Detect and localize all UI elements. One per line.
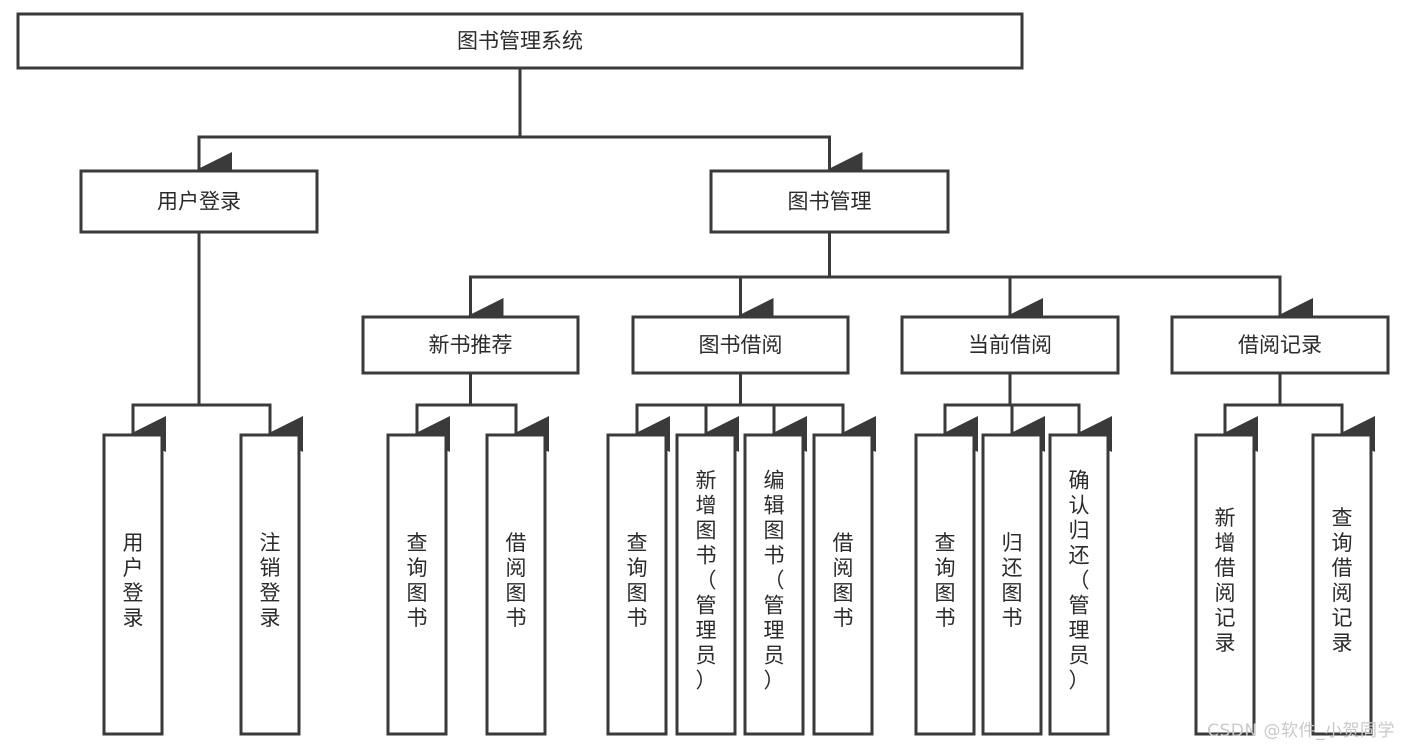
node-label-borrow-add-book: 新增图书（管理员） [696, 469, 717, 693]
node-box-current-confirm-return [1048, 433, 1110, 736]
node-label-current-borrow: 当前借阅 [968, 333, 1052, 357]
node-box-borrow-borrow-book [812, 433, 874, 736]
node-user-login-do[interactable]: 用户登录 [102, 433, 164, 736]
node-box-borrow-add-book [675, 433, 737, 736]
node-box-new-book-recommend [361, 315, 580, 375]
node-label-root: 图书管理系统 [457, 29, 583, 53]
node-current-query-book[interactable]: 查询图书 [914, 433, 976, 736]
node-current-borrow[interactable]: 当前借阅 [900, 315, 1120, 375]
node-borrow-add-book[interactable]: 新增图书（管理员） [675, 433, 737, 736]
node-book-manage[interactable]: 图书管理 [709, 169, 950, 234]
node-label-borrow-query-book: 查询图书 [627, 531, 648, 630]
node-label-book-manage: 图书管理 [788, 190, 872, 214]
node-label-user-logout: 注销登录 [260, 531, 281, 630]
connector-layer [130, 66, 1375, 452]
node-borrow-records[interactable]: 借阅记录 [1170, 315, 1390, 375]
node-box-book-manage [709, 169, 950, 234]
node-box-current-return-book [981, 433, 1043, 736]
node-label-borrow-records: 借阅记录 [1238, 333, 1322, 357]
node-record-query[interactable]: 查询借阅记录 [1311, 433, 1373, 736]
node-book-borrow[interactable]: 图书借阅 [631, 315, 850, 375]
node-box-root [16, 12, 1024, 70]
node-box-book-borrow [631, 315, 850, 375]
node-label-current-query-book: 查询图书 [935, 531, 956, 630]
node-box-current-query-book [914, 433, 976, 736]
node-current-confirm-return[interactable]: 确认归还（管理员） [1048, 433, 1110, 736]
node-box-user-logout [239, 433, 301, 736]
node-label-current-confirm-return: 确认归还（管理员） [1069, 469, 1090, 693]
node-current-return-book[interactable]: 归还图书 [981, 433, 1043, 736]
node-user-login[interactable]: 用户登录 [79, 169, 319, 234]
node-recommend-query-book[interactable]: 查询图书 [386, 433, 448, 736]
node-borrow-query-book[interactable]: 查询图书 [606, 433, 668, 736]
node-borrow-borrow-book[interactable]: 借阅图书 [812, 433, 874, 736]
node-label-new-book-recommend: 新书推荐 [429, 333, 513, 357]
node-box-user-login-do [102, 433, 164, 736]
node-new-book-recommend[interactable]: 新书推荐 [361, 315, 580, 375]
node-label-borrow-borrow-book: 借阅图书 [833, 531, 854, 630]
node-box-borrow-records [1170, 315, 1390, 375]
node-label-user-login: 用户登录 [157, 190, 241, 214]
node-label-record-query: 查询借阅记录 [1332, 506, 1353, 655]
node-box-borrow-edit-book [743, 433, 805, 736]
node-label-user-login-do: 用户登录 [123, 531, 144, 630]
node-box-current-borrow [900, 315, 1120, 375]
node-box-record-add [1194, 433, 1256, 736]
node-root[interactable]: 图书管理系统 [16, 12, 1024, 70]
node-label-recommend-query-book: 查询图书 [407, 531, 428, 630]
node-label-record-add: 新增借阅记录 [1215, 506, 1236, 655]
node-box-record-query [1311, 433, 1373, 736]
node-label-recommend-borrow-book: 借阅图书 [506, 531, 527, 630]
node-box-borrow-query-book [606, 433, 668, 736]
node-label-current-return-book: 归还图书 [1002, 531, 1023, 630]
node-layer: 图书管理系统用户登录图书管理用户登录注销登录新书推荐查询图书借阅图书图书借阅查询… [16, 12, 1390, 736]
node-box-user-login [79, 169, 319, 234]
node-box-recommend-query-book [386, 433, 448, 736]
node-borrow-edit-book[interactable]: 编辑图书（管理员） [743, 433, 805, 736]
node-label-borrow-edit-book: 编辑图书（管理员） [764, 469, 785, 693]
node-user-logout[interactable]: 注销登录 [239, 433, 301, 736]
node-recommend-borrow-book[interactable]: 借阅图书 [485, 433, 547, 736]
node-record-add[interactable]: 新增借阅记录 [1194, 433, 1256, 736]
node-box-recommend-borrow-book [485, 433, 547, 736]
watermark-label: CSDN @软件_小贺同学 [1207, 721, 1395, 741]
node-label-book-borrow: 图书借阅 [699, 333, 783, 357]
